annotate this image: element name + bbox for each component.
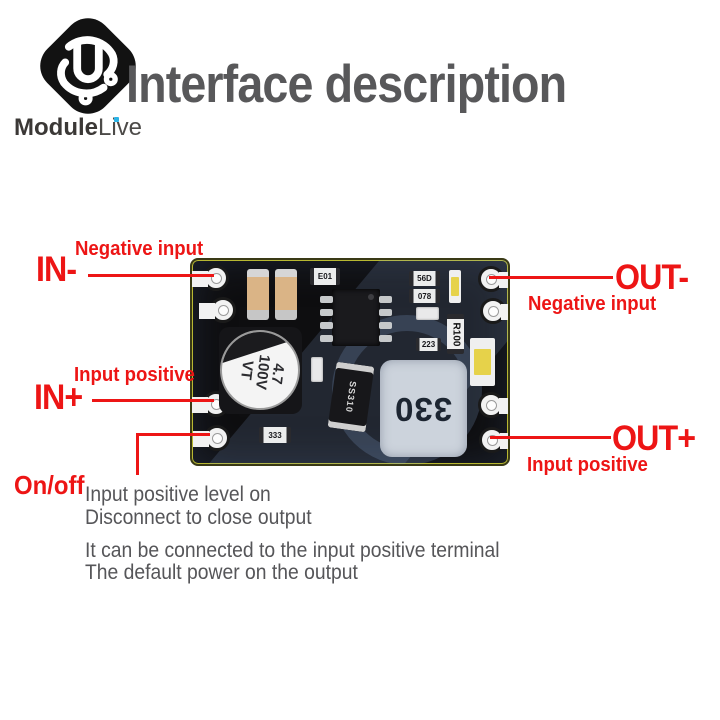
ic-leg	[320, 296, 333, 303]
pad-left-2	[199, 297, 236, 323]
label-in-plus: IN+	[34, 378, 83, 417]
ic-leg	[379, 309, 392, 316]
label-out-plus: OUT+	[612, 419, 696, 458]
label-input-positive-left: Input positive	[74, 364, 195, 386]
note-line-3: It can be connected to the input positiv…	[85, 539, 500, 562]
brand-logo	[40, 18, 136, 114]
pad-out-plus	[479, 427, 508, 453]
line-on-off-v	[136, 433, 139, 475]
smd-component	[416, 307, 439, 320]
smd-56d: 56D	[409, 271, 440, 286]
capacitor-label: 4.7 100V VT	[237, 353, 288, 391]
ic-leg	[379, 296, 392, 303]
soic8-ic	[332, 289, 380, 346]
line-out-minus	[489, 276, 613, 279]
pad-right-2	[480, 298, 508, 324]
label-on-off: On/off	[14, 470, 85, 500]
note-line-1: Input positive level on	[85, 483, 271, 506]
tantalum-capacitor-2	[275, 269, 297, 320]
ic-leg	[379, 335, 392, 342]
line-in-plus	[92, 399, 214, 402]
note-line-2: Disconnect to close output	[85, 506, 312, 529]
pad-out-minus	[478, 266, 508, 292]
line-out-plus	[490, 436, 611, 439]
pad-right-3	[478, 392, 508, 418]
page-title: Interface description	[126, 55, 567, 114]
label-in-minus: IN-	[36, 250, 77, 289]
ic-leg	[379, 322, 392, 329]
smd-223: 223	[416, 338, 441, 351]
line-on-off-h	[136, 433, 210, 436]
line-in-minus	[88, 274, 214, 277]
electrolytic-capacitor: 4.7 100V VT	[220, 330, 300, 410]
smd-e01: E01	[310, 268, 340, 285]
note-line-4: The default power on the output	[85, 561, 358, 584]
brand-name: ModuleLive	[14, 114, 142, 142]
label-input-positive-right: Input positive	[527, 454, 648, 476]
inductor-330: 330	[380, 360, 467, 457]
smd-component	[311, 357, 323, 382]
brand-name-bold: Module	[14, 114, 98, 141]
small-led	[449, 270, 461, 303]
ic-leg	[320, 335, 333, 342]
pcb-module: E01 56D 078 223 R100 4.7 100V VT	[190, 258, 510, 466]
tantalum-capacitor-1	[247, 269, 269, 320]
power-led	[470, 338, 495, 386]
circuit-logo-icon	[57, 36, 118, 106]
ic-leg	[320, 309, 333, 316]
pad-in-minus	[192, 265, 229, 291]
label-out-minus: OUT-	[615, 258, 689, 297]
label-negative-input-right: Negative input	[528, 293, 657, 315]
resistor-r100: R100	[447, 314, 464, 354]
brand-name-light: Live	[98, 114, 143, 141]
label-negative-input-left: Negative input	[75, 238, 204, 260]
smd-078: 078	[409, 289, 440, 303]
logo-diamond	[40, 18, 136, 114]
pad-on-off	[193, 425, 230, 451]
brand-i-dot	[114, 117, 119, 122]
ic-leg	[320, 322, 333, 329]
smd-333: 333	[259, 427, 291, 443]
